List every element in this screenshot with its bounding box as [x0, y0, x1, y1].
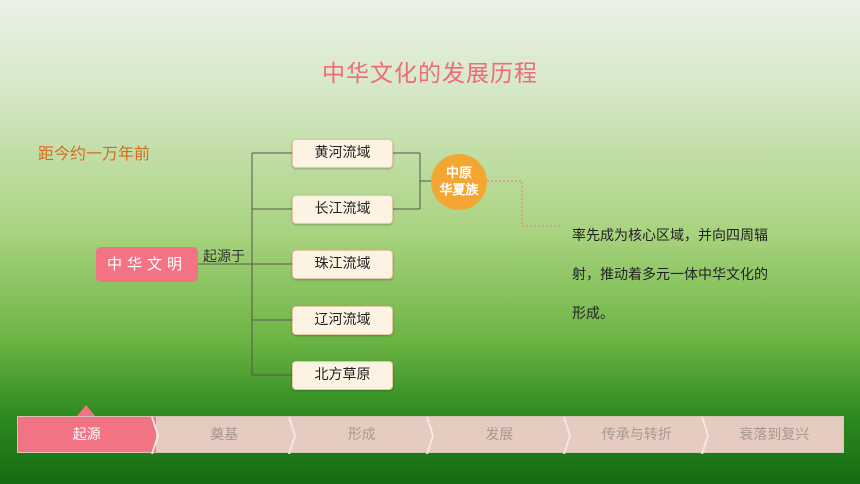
- timeline-step-label: 奠基: [210, 427, 239, 443]
- timeline-step-development[interactable]: 发展: [430, 417, 572, 454]
- core-group-line1: 中原: [445, 166, 472, 181]
- active-step-pointer: [77, 405, 95, 416]
- region-liao-river: 辽河流域: [292, 306, 393, 335]
- page-title: 中华文化的发展历程: [322, 61, 538, 87]
- timeline-step-origin[interactable]: 起源: [18, 417, 159, 454]
- timeline-step-label: 形成: [347, 427, 376, 443]
- description-text: 率先成为核心区域，并向四周辐射，推动着多元一体中华文化的形成。: [572, 228, 768, 322]
- timeline-step-revival[interactable]: 衰落到复兴: [705, 417, 843, 452]
- timeline-step-label: 发展: [485, 427, 514, 443]
- region-yellow-river: 黄河流域: [292, 139, 393, 168]
- timeline-step-label: 衰落到复兴: [739, 427, 810, 443]
- timeline-step-formation[interactable]: 形成: [293, 417, 434, 454]
- region-northern-grassland: 北方草原: [292, 361, 393, 390]
- timeline-nav: 起源 奠基 形成 发展 传承与转折 衰落到复兴: [17, 416, 844, 454]
- timeline-step-label: 起源: [72, 427, 101, 443]
- region-pearl-river: 珠江流域: [292, 250, 393, 279]
- core-group-line2: 华夏族: [439, 183, 479, 198]
- timeline-step-label: 传承与转折: [601, 427, 672, 443]
- origin-label: 起源于: [203, 249, 245, 265]
- timeline-step-foundation[interactable]: 奠基: [155, 417, 297, 454]
- core-group-circle: 中原 华夏族: [431, 154, 487, 210]
- region-yangtze-river: 长江流域: [292, 195, 393, 224]
- era-label: 距今约一万年前: [38, 144, 151, 163]
- timeline-step-inheritance[interactable]: 传承与转折: [568, 417, 709, 454]
- civilization-box: 中华文明: [96, 247, 198, 282]
